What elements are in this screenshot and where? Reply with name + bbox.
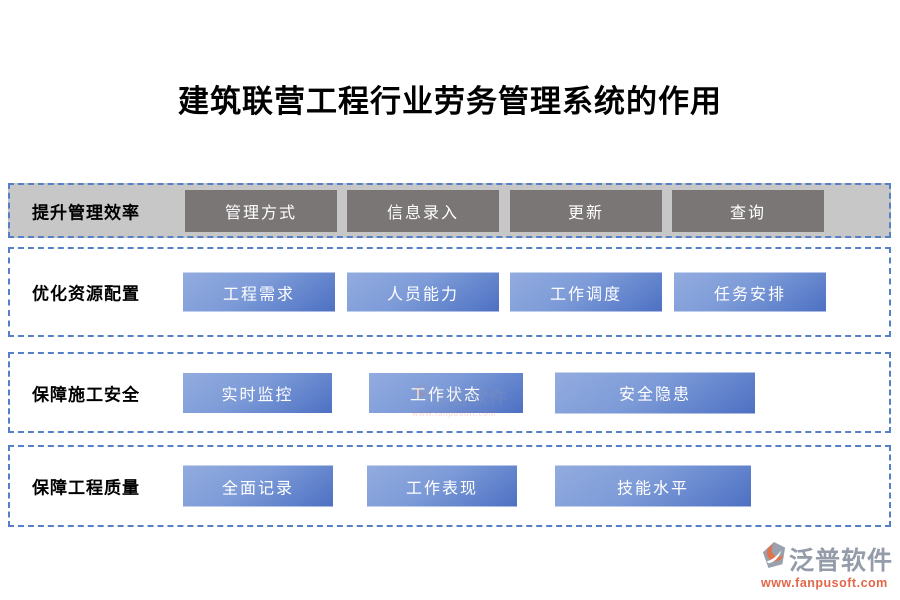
btn-update[interactable]: 更新 [510,189,662,232]
btn-management-method[interactable]: 管理方式 [185,189,337,232]
btn-personnel-ability[interactable]: 人员能力 [347,272,499,312]
btn-task-arrangement[interactable]: 任务安排 [674,272,826,312]
fanpu-logo-icon [761,541,787,574]
btn-realtime-monitoring[interactable]: 实时监控 [183,372,332,413]
btn-query[interactable]: 查询 [672,189,824,232]
row-improve-management-efficiency: 提升管理效率 管理方式 信息录入 更新 查询 [8,183,891,238]
brand-name: 泛普软件 [788,548,893,575]
row-ensure-construction-safety: 保障施工安全 实时监控 工作状态 安全隐患 [8,352,891,433]
brand-url: www.fanpusoft.com [760,576,888,590]
row-label: 保障施工安全 [32,385,140,404]
page-title: 建筑联营工程行业劳务管理系统的作用 [178,84,722,119]
btn-work-performance[interactable]: 工作表现 [367,465,517,507]
btn-project-demand[interactable]: 工程需求 [183,272,335,312]
row-label: 保障工程质量 [32,478,140,498]
btn-safety-hazard[interactable]: 安全隐患 [555,372,755,413]
row-optimize-resource-allocation: 优化资源配置 工程需求 人员能力 工作调度 任务安排 [8,247,891,337]
btn-skill-level[interactable]: 技能水平 [555,465,751,507]
row-label: 优化资源配置 [32,284,140,304]
btn-work-status[interactable]: 工作状态 [369,372,523,413]
btn-full-record[interactable]: 全面记录 [183,465,333,507]
btn-work-scheduling[interactable]: 工作调度 [510,272,662,312]
brand-logo: 泛普软件 www.fanpusoft.com [761,541,893,590]
row-ensure-project-quality: 保障工程质量 全面记录 工作表现 技能水平 [8,445,891,527]
btn-info-entry[interactable]: 信息录入 [347,189,499,232]
row-label: 提升管理效率 [32,203,140,222]
